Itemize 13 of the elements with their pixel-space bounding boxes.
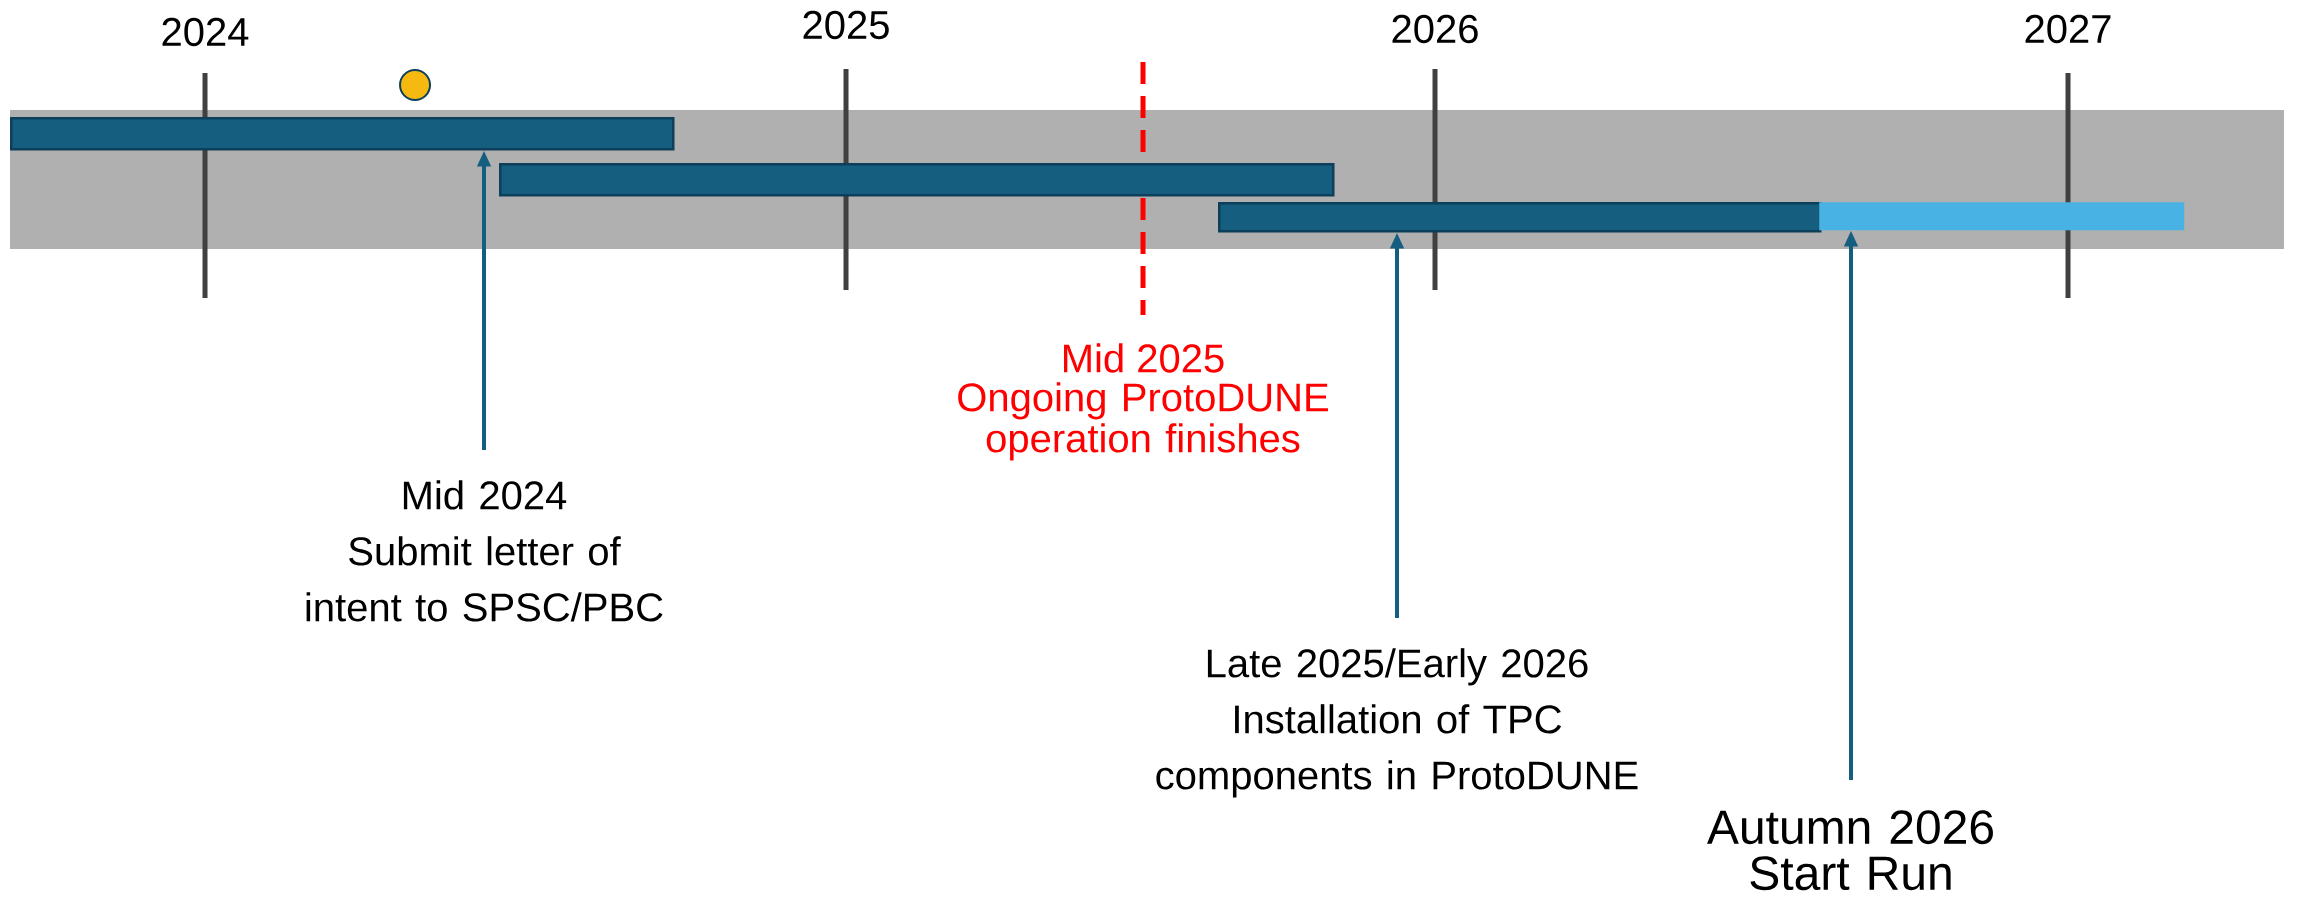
milestone-text: Mid 2024 Submit letter of intent to SPSC/PBC — [306, 480, 663, 622]
timeline-bar — [1218, 202, 1822, 233]
milestone-text: Autumn 2026 Start Run — [1707, 810, 1993, 891]
timeline-bar — [1819, 202, 2185, 231]
timeline-bar — [10, 117, 675, 151]
annotation-text: Mid 2025 — [1064, 343, 1224, 373]
year-label: 2025 — [803, 10, 889, 40]
year-label: 2026 — [1392, 14, 1478, 44]
year-label: 2027 — [2025, 14, 2111, 44]
timeline-bar — [499, 163, 1335, 197]
year-label: 2024 — [162, 17, 249, 47]
milestone-text: Late 2025/Early 2026 Installation of TPC components in ProtoDUNE — [1156, 648, 1638, 798]
annotation-text: Ongoing ProtoDUNE operation finishes — [958, 382, 1328, 461]
